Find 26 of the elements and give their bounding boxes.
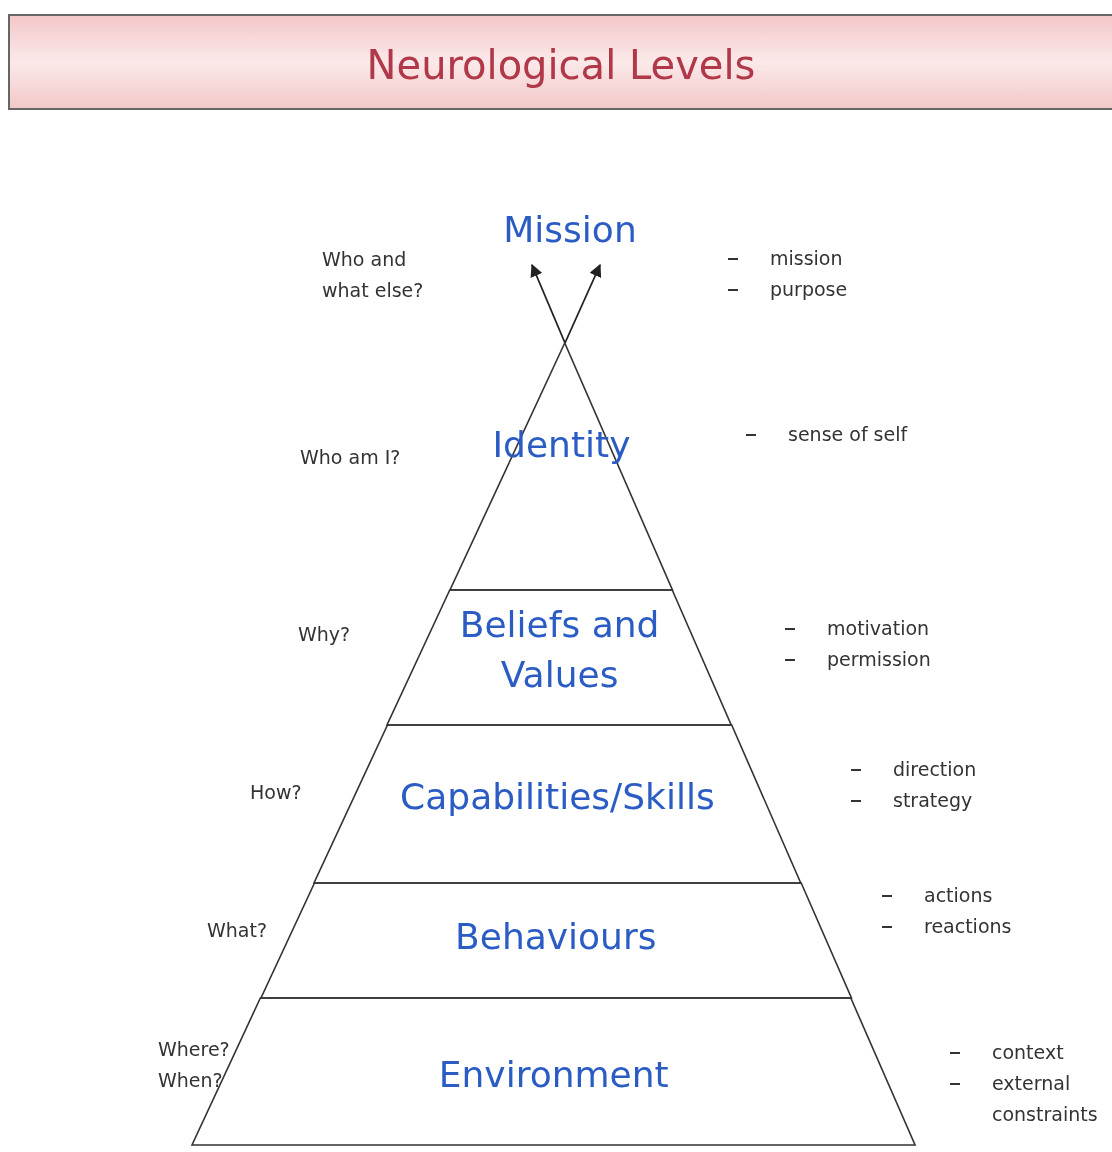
bullet-text: purpose xyxy=(770,277,849,302)
question-text: How? xyxy=(250,780,303,805)
title: Neurological Levels xyxy=(365,42,757,88)
question-text: Why? xyxy=(298,622,352,647)
pyramid-level xyxy=(449,343,674,590)
question-text: Who and what else? xyxy=(322,247,425,303)
bullet-text: context xyxy=(992,1040,1065,1065)
bullet-text: direction xyxy=(893,757,978,782)
bullet-text: permission xyxy=(827,647,932,672)
bullet-text: sense of self xyxy=(788,422,909,447)
arrow xyxy=(564,263,602,344)
level-label: Mission xyxy=(470,205,670,256)
bullet-text: mission xyxy=(770,246,844,271)
bullet-text: motivation xyxy=(827,616,931,641)
question-text: What? xyxy=(207,918,268,943)
bullet-text: actions xyxy=(924,883,994,908)
level-label: Capabilities/Skills xyxy=(399,775,716,819)
question-text: Who am I? xyxy=(300,445,402,470)
pyramid-level xyxy=(313,725,802,883)
question-text: Where? When? xyxy=(158,1037,231,1093)
bullet-text: reactions xyxy=(924,914,1013,939)
level-label: Beliefs and Values xyxy=(458,603,661,698)
bullet-text: strategy xyxy=(893,788,974,813)
arrow xyxy=(530,263,566,344)
pyramid-level xyxy=(386,590,733,725)
bullet-text: external constraints xyxy=(992,1071,1099,1127)
